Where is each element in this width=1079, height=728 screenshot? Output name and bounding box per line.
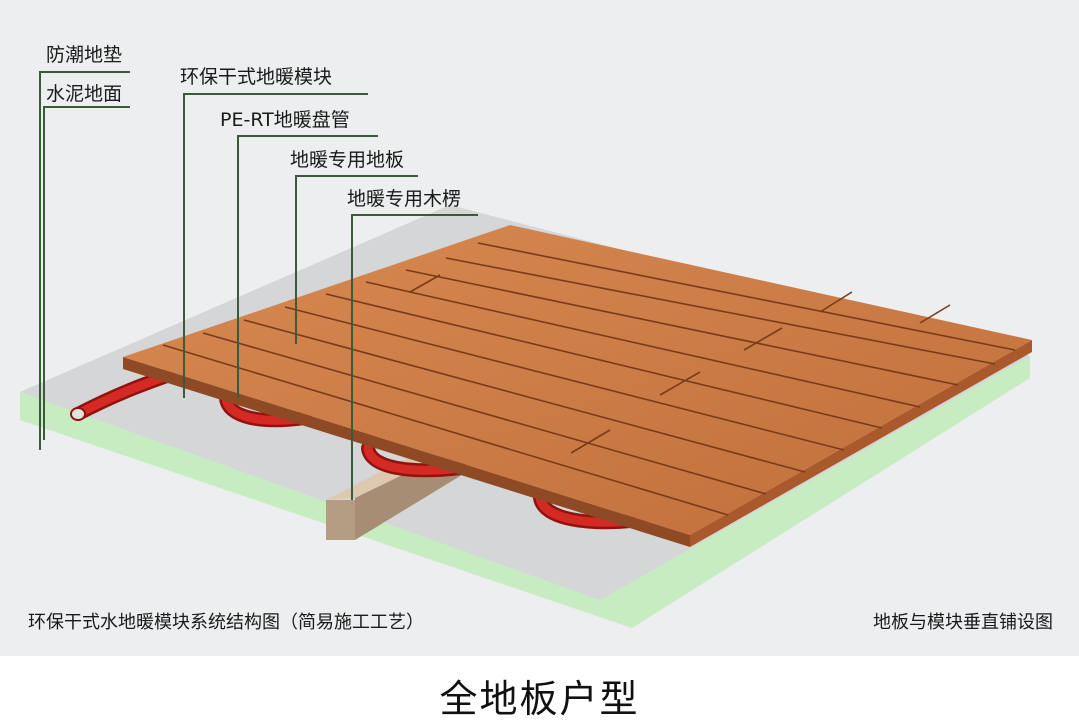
label-cement-floor: 水泥地面 (46, 83, 123, 105)
leader-wood-joist (351, 214, 478, 500)
label-dry-module: 环保干式地暖模块 (180, 66, 333, 88)
label-pert-pipe: PE-RT地暖盘管 (220, 109, 350, 131)
page-title: 全地板户型 (439, 677, 640, 721)
leader-pert-pipe (237, 135, 378, 398)
floor-structure-diagram (20, 71, 1032, 628)
leader-cement-floor (43, 106, 130, 440)
label-heating-floor: 地暖专用地板 (290, 149, 405, 171)
heating-floor-boards (123, 225, 1032, 547)
caption-right: 地板与模块垂直铺设图 (873, 612, 1053, 633)
caption-left: 环保干式水地暖模块系统结构图（简易施工工艺） (28, 612, 424, 633)
leader-moisture-pad (39, 71, 130, 450)
label-wood-joist: 地暖专用木楞 (347, 188, 462, 210)
label-moisture-pad: 防潮地垫 (46, 44, 123, 66)
leader-dry-module (183, 93, 368, 398)
leader-heating-floor (295, 175, 418, 344)
leader-lines (39, 71, 478, 500)
